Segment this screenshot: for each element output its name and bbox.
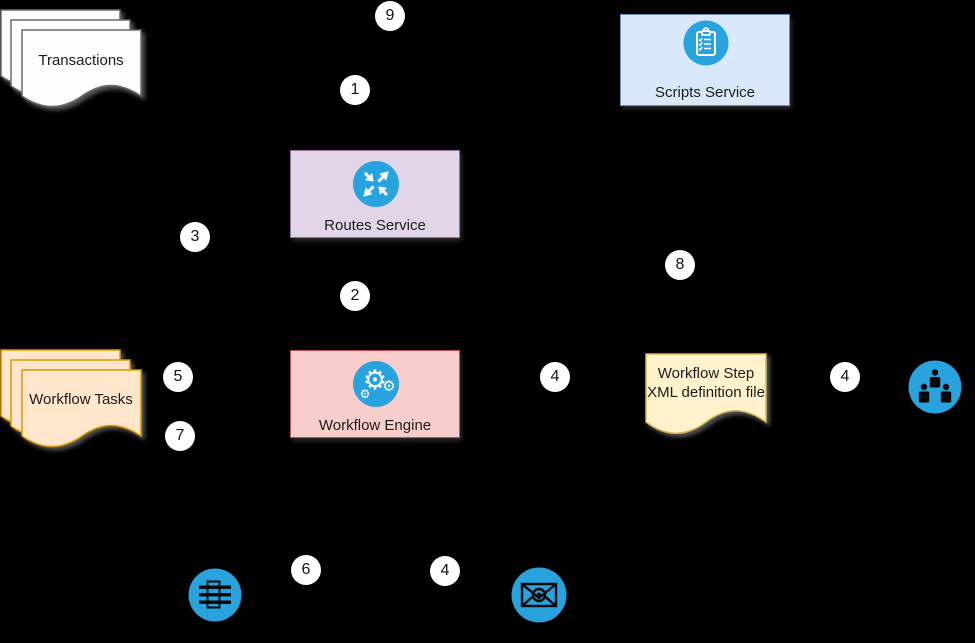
transactions-multidocument [0,9,142,108]
workflow-step-xml-label-line2: XML definition file [647,384,765,401]
workflow-step-xml-document [645,353,767,434]
routes-service-label: Routes Service [324,217,426,234]
step-badge-1: 1 [340,75,370,105]
workflow-engine-label: Workflow Engine [318,417,432,434]
step-badge-7: 7 [165,421,195,451]
group-people-icon [908,360,962,414]
workflow-tasks-label: Workflow Tasks [29,391,133,408]
step-badge-8: 8 [665,250,695,280]
transactions-label: Transactions [38,52,124,69]
scripts-service-node: Scripts Service [620,14,790,106]
workflow-engine-node: ⚙ ⚙ ⚙ Workflow Engine [290,350,460,438]
workflow-tasks-doc-front [21,369,142,448]
step-badge-5: 5 [163,362,193,392]
step-badge-3: 3 [180,222,210,252]
transactions-doc-front [21,29,142,108]
routes-service-node: Routes Service [290,150,460,238]
step-badge-4-engine-to-xml: 4 [540,362,570,392]
workflow-step-xml-label: Workflow Step XML definition file [639,364,773,402]
route-arrows-icon [353,161,399,207]
gears-icon: ⚙ ⚙ ⚙ [353,361,399,407]
svg-text:⚙: ⚙ [360,387,371,401]
workflow-tasks-doc-stack [0,349,142,448]
scripts-service-label: Scripts Service [654,84,756,101]
svg-text:⚙: ⚙ [382,377,395,395]
step-badge-4-xml-to-users: 4 [830,362,860,392]
workflow-tasks-multidocument [0,349,142,448]
step-badge-6: 6 [291,555,321,585]
step-badge-2: 2 [340,281,370,311]
workflow-step-xml-doc-shape [645,353,767,434]
clipboard-checklist-icon [683,20,729,66]
step-badge-4-engine-to-email: 4 [430,556,460,586]
workflow-step-xml-label-line1: Workflow Step [657,365,755,382]
email-icon [511,567,567,623]
step-badge-9: 9 [375,1,405,31]
svg-text:⚙: ⚙ [363,365,387,396]
transactions-doc-stack [0,9,142,108]
database-icon [188,568,242,622]
